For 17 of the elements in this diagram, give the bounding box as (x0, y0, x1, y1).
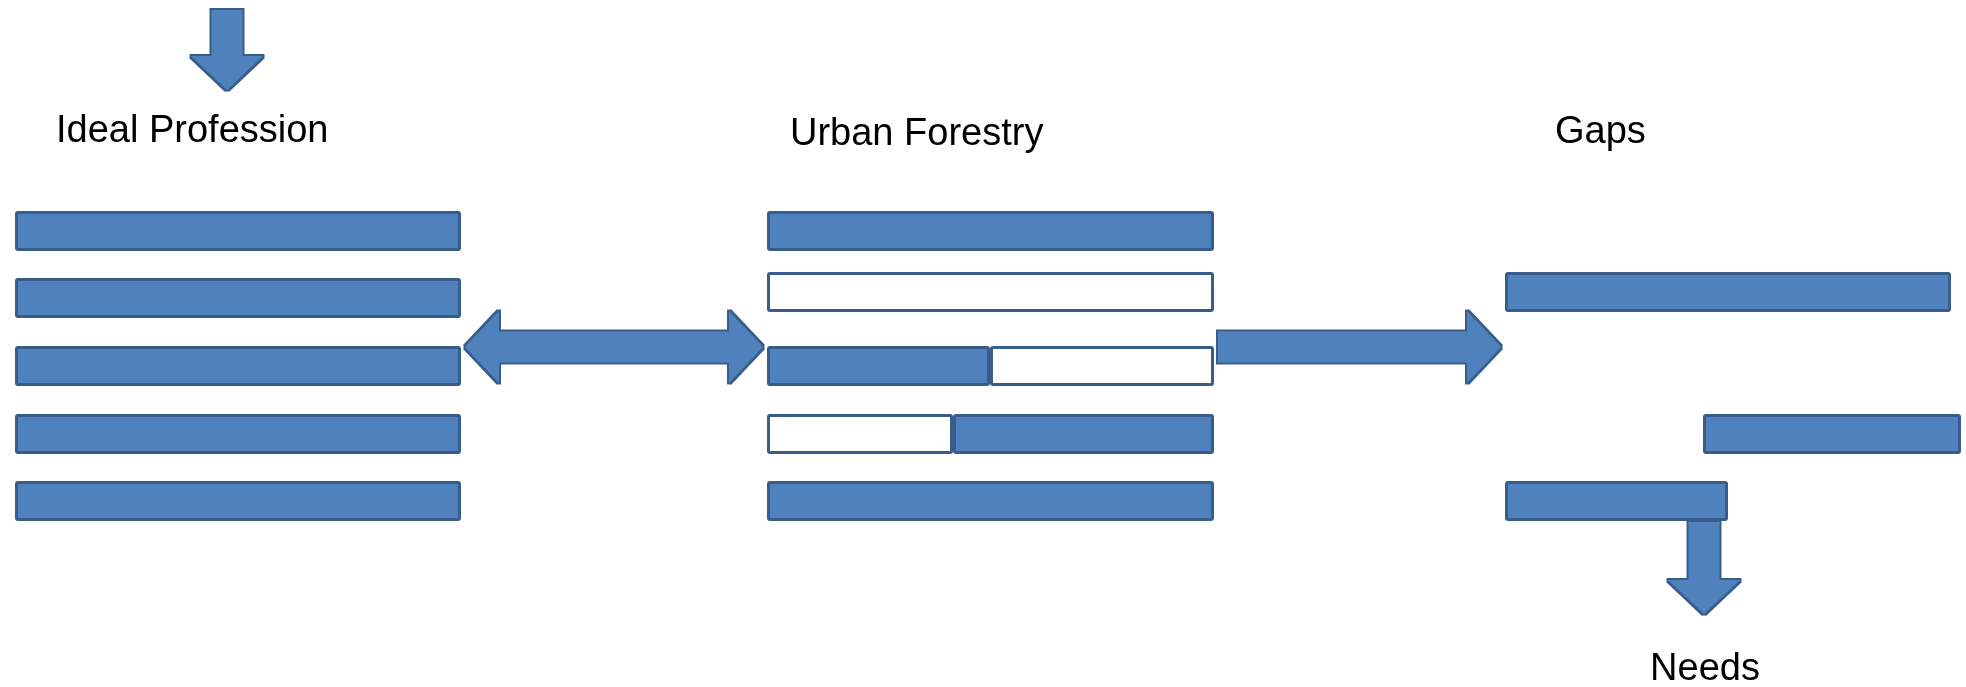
filled-bar (1505, 481, 1728, 521)
filled-bar (767, 481, 1214, 521)
heading-text: Needs (1630, 614, 1780, 687)
filled-bar (953, 414, 1214, 454)
heading-text: Ideal Profession (56, 109, 329, 149)
filled-bar (1703, 414, 1961, 454)
empty-bar (767, 272, 1214, 312)
filled-bar (767, 346, 990, 386)
filled-bar (15, 278, 461, 318)
heading-text: Urban Forestry (790, 112, 1044, 152)
filled-bar (15, 211, 461, 251)
filled-bar (15, 481, 461, 521)
filled-bar (15, 346, 461, 386)
filled-bar (15, 414, 461, 454)
heading-text: Gaps (1555, 110, 1646, 150)
filled-bar (767, 211, 1214, 251)
filled-bar (1505, 272, 1951, 312)
